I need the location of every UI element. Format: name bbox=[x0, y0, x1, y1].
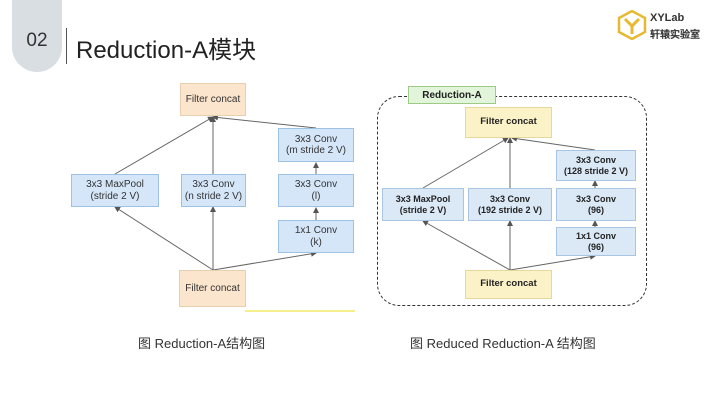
left-conv-top-node: 3x3 Conv (m stride 2 V) bbox=[278, 128, 354, 162]
xy-lab-logo-icon bbox=[617, 10, 647, 40]
reduction-a-frame bbox=[377, 96, 647, 306]
logo-subtitle: 轩辕实验室 bbox=[650, 30, 700, 41]
right-conv-96a-node: 3x3 Conv (96) bbox=[556, 188, 636, 221]
right-top-filter-concat: Filter concat bbox=[465, 107, 552, 138]
right-bottom-filter-concat: Filter concat bbox=[465, 270, 552, 299]
left-conv-mid-node: 3x3 Conv (n stride 2 V) bbox=[181, 174, 246, 207]
left-caption: 图 Reduction-A结构图 bbox=[138, 336, 266, 351]
left-top-filter-concat: Filter concat bbox=[180, 83, 246, 116]
right-maxpool-node: 3x3 MaxPool (stride 2 V) bbox=[382, 188, 464, 221]
logo: XYLab 轩辕实验室 bbox=[617, 10, 717, 42]
slide-number: 02 bbox=[26, 30, 48, 51]
right-caption: 图 Reduced Reduction-A 结构图 bbox=[410, 336, 596, 351]
right-conv-96b-node: 1x1 Conv (96) bbox=[556, 227, 636, 256]
slide-title: Reduction-A模块 bbox=[76, 37, 257, 64]
left-maxpool-node: 3x3 MaxPool (stride 2 V) bbox=[71, 174, 159, 207]
logo-name: XYLab bbox=[650, 12, 685, 24]
right-conv-top-node: 3x3 Conv (128 stride 2 V) bbox=[556, 150, 636, 181]
left-bottom-filter-concat: Filter concat bbox=[179, 270, 246, 307]
left-conv-l-node: 3x3 Conv (l) bbox=[278, 174, 354, 207]
title-divider bbox=[66, 28, 67, 64]
right-conv-mid-node: 3x3 Conv (192 stride 2 V) bbox=[468, 188, 552, 221]
highlight-mark bbox=[245, 310, 355, 312]
left-conv-k-node: 1x1 Conv (k) bbox=[278, 220, 354, 253]
reduction-a-label: Reduction-A bbox=[408, 86, 496, 104]
slide-number-tab bbox=[12, 0, 62, 72]
